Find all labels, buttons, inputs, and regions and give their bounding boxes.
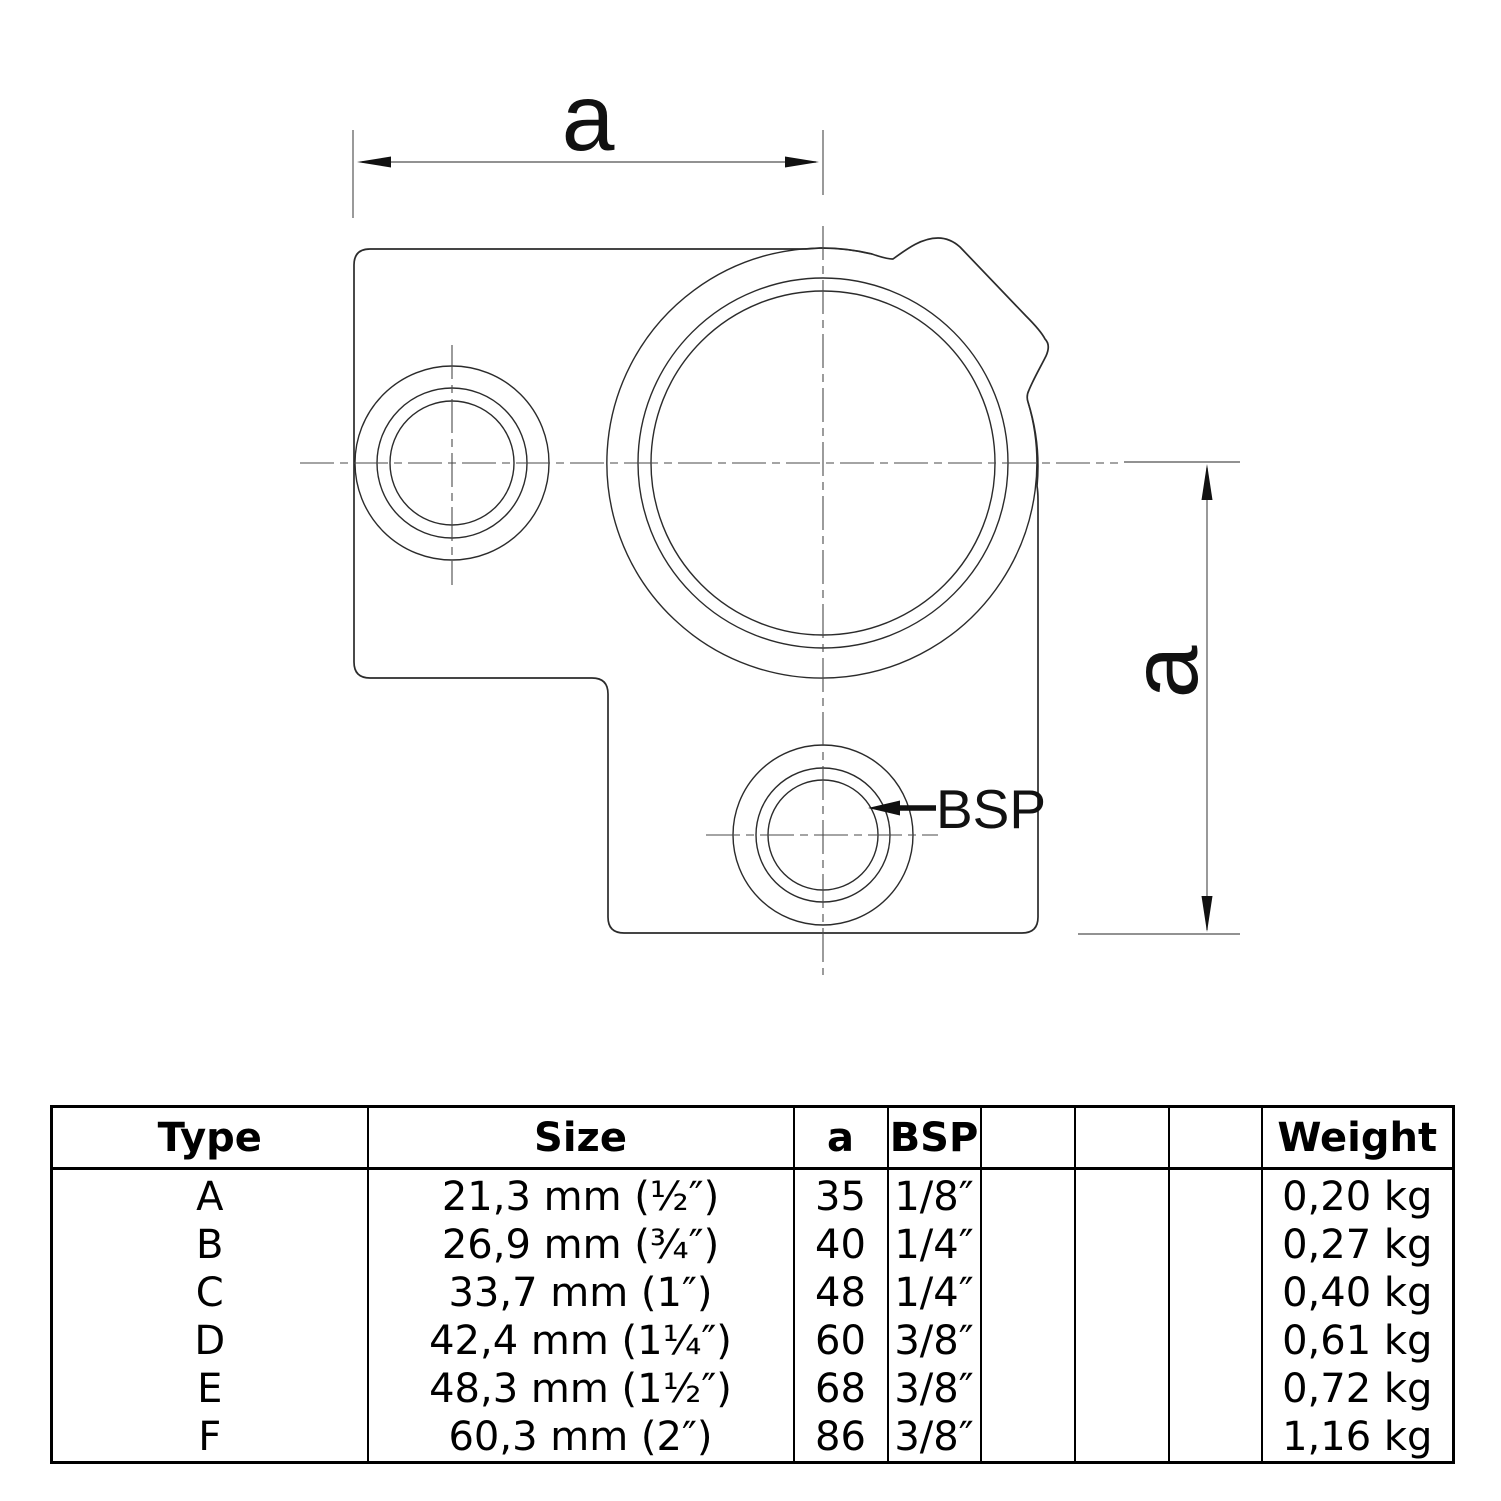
cell-empty [1167,1317,1263,1365]
header-weight: Weight [1260,1106,1455,1170]
cell-weight: 0,61 kg [1260,1317,1455,1365]
cell-size: 21,3 mm (½″) [366,1168,795,1221]
cell-empty [1073,1269,1170,1317]
cell-empty [1073,1168,1170,1221]
table-row: C 33,7 mm (1″) 48 1/4″ 0,40 kg [50,1269,1455,1317]
cell-empty [1167,1413,1263,1463]
cell-type: E [50,1365,369,1413]
cell-empty [979,1168,1076,1221]
cell-a: 60 [792,1317,889,1365]
table-row: D 42,4 mm (1¼″) 60 3/8″ 0,61 kg [50,1317,1455,1365]
cell-empty [979,1221,1076,1269]
dim-label-a-top: a [562,65,615,171]
cell-empty [979,1269,1076,1317]
table-header-row: Type Size a BSP Weight [50,1106,1455,1170]
cell-empty [979,1365,1076,1413]
dim-arrow-right-icon [785,156,819,168]
cell-empty [979,1413,1076,1463]
cell-type: B [50,1221,369,1269]
cell-empty [1073,1413,1170,1463]
cell-bsp: 1/4″ [886,1269,982,1317]
table-row: E 48,3 mm (1½″) 68 3/8″ 0,72 kg [50,1365,1455,1413]
cell-weight: 0,20 kg [1260,1168,1455,1221]
cell-empty [1073,1221,1170,1269]
header-bsp: BSP [886,1106,982,1170]
cell-size: 60,3 mm (2″) [366,1413,795,1463]
header-empty-2 [1073,1106,1170,1170]
cell-bsp: 3/8″ [886,1413,982,1463]
cell-bsp: 3/8″ [886,1365,982,1413]
cell-weight: 0,72 kg [1260,1365,1455,1413]
table-row: A 21,3 mm (½″) 35 1/8″ 0,20 kg [50,1168,1455,1221]
dim-arrow-left-icon [357,156,391,168]
header-empty-3 [1167,1106,1263,1170]
header-a: a [792,1106,889,1170]
cell-weight: 0,40 kg [1260,1269,1455,1317]
cell-bsp: 3/8″ [886,1317,982,1365]
cell-weight: 0,27 kg [1260,1221,1455,1269]
cell-empty [1073,1317,1170,1365]
bsp-arrow-icon [868,800,900,816]
bsp-label: BSP [936,778,1046,840]
cell-size: 48,3 mm (1½″) [366,1365,795,1413]
cell-a: 48 [792,1269,889,1317]
spec-table: Type Size a BSP Weight A 21,3 mm (½″) 35… [50,1105,1455,1464]
cell-empty [1167,1221,1263,1269]
cell-type: A [50,1168,369,1221]
table-row: F 60,3 mm (2″) 86 3/8″ 1,16 kg [50,1413,1455,1463]
dim-label-a-right: a [1112,645,1218,698]
cell-size: 42,4 mm (1¼″) [366,1317,795,1365]
cell-empty [1167,1365,1263,1413]
fitting-body-outline [353,237,1050,934]
cell-size: 33,7 mm (1″) [366,1269,795,1317]
cell-type: D [50,1317,369,1365]
cell-type: C [50,1269,369,1317]
header-empty-1 [979,1106,1076,1170]
cell-empty [1073,1365,1170,1413]
cell-a: 40 [792,1221,889,1269]
cell-bsp: 1/4″ [886,1221,982,1269]
cell-empty [979,1317,1076,1365]
dim-arrow-up-icon [1201,464,1213,500]
cell-a: 68 [792,1365,889,1413]
cell-a: 35 [792,1168,889,1221]
cell-a: 86 [792,1413,889,1463]
cell-empty [1167,1168,1263,1221]
cell-type: F [50,1413,369,1463]
header-type: Type [50,1106,369,1170]
cell-weight: 1,16 kg [1260,1413,1455,1463]
cell-bsp: 1/8″ [886,1168,982,1221]
fitting-top-view-drawing: a a BSP [300,65,1240,975]
header-size: Size [366,1106,795,1170]
dim-arrow-down-icon [1201,896,1213,932]
cell-size: 26,9 mm (¾″) [366,1221,795,1269]
main-boss-circle [606,247,1038,679]
cell-empty [1167,1269,1263,1317]
table-row: B 26,9 mm (¾″) 40 1/4″ 0,27 kg [50,1221,1455,1269]
